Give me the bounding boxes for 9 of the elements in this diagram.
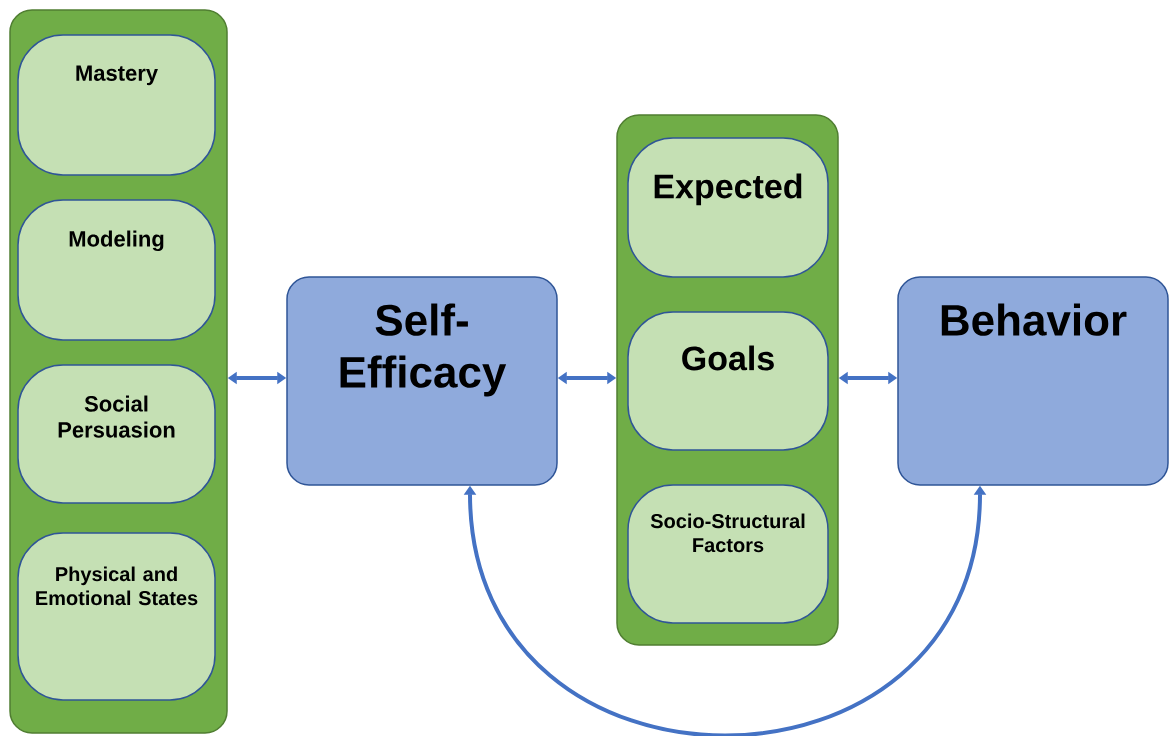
factor-box: Socio-Structural Factors — [627, 484, 829, 624]
concept-box: Behavior — [897, 276, 1169, 486]
factor-box: Social Persuasion — [17, 364, 216, 504]
factor-box: Physical and Emotional States — [17, 532, 216, 701]
factor-box: Goals — [627, 311, 829, 451]
factor-box: Modeling — [17, 199, 216, 341]
factor-box: Mastery — [17, 34, 216, 176]
concept-box: Self-Efficacy — [286, 276, 558, 486]
factor-box: Expected — [627, 137, 829, 278]
